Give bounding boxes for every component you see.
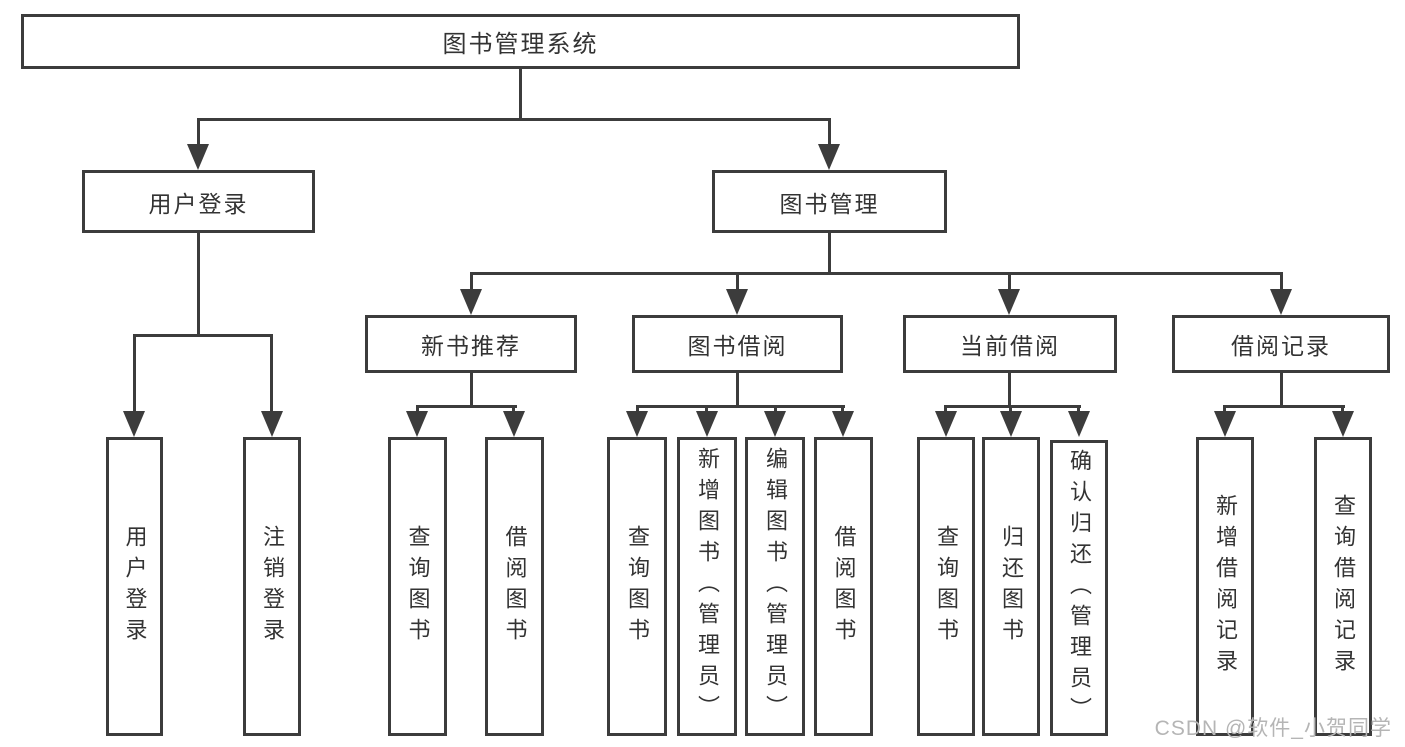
node-label: 归还图书 [999,524,1024,649]
connector-mgmt-split [470,272,1283,275]
node-book-borrowing: 图书借阅 [632,315,843,373]
arrow-down-icon [503,411,525,437]
arrow-down-icon [726,289,748,315]
arrow-down-icon [261,411,283,437]
connector-shaft [774,405,777,415]
node-confirm-return-admin: 确认归还（管理员） [1050,440,1108,736]
connector-root-split [197,118,831,121]
arrow-down-icon [998,289,1020,315]
connector-shaft [944,405,947,415]
node-new-book-recommendation: 新书推荐 [365,315,577,373]
node-user-login-leaf: 用户登录 [106,437,163,736]
arrow-down-icon [1214,411,1236,437]
node-label: 图书管理系统 [442,31,599,58]
node-edit-books-admin: 编辑图书（管理员） [745,437,805,736]
node-label: 查询图书 [405,524,431,649]
node-query-books-recommend: 查询图书 [388,437,447,736]
arrow-down-icon [1068,411,1090,437]
node-library-system: 图书管理系统 [21,14,1020,69]
node-add-books-admin: 新增图书（管理员） [677,437,737,736]
arrow-down-icon [764,411,786,437]
node-add-borrow-record: 新增借阅记录 [1196,437,1254,736]
connector-shaft [1280,272,1283,292]
arrow-down-icon [626,411,648,437]
arrow-down-icon [935,411,957,437]
node-borrowing-records: 借阅记录 [1172,315,1390,373]
arrow-down-icon [1000,411,1022,437]
arrow-down-icon [1270,289,1292,315]
connector-drop [1008,373,1011,408]
node-label: 编辑图书（管理员） [763,447,788,726]
connector-shaft [197,118,200,147]
node-label: 图书管理 [779,190,880,217]
node-label: 查询图书 [934,524,959,649]
connector-shaft [1341,405,1344,415]
arrow-down-icon [696,411,718,437]
connector-shaft [470,272,473,292]
arrow-down-icon [406,411,428,437]
node-label: 图书借阅 [687,333,788,359]
connector-split [945,405,1081,408]
connector-mgmt-drop [828,233,831,275]
node-label: 确认归还（管理员） [1067,448,1092,728]
connector-shaft [636,405,639,415]
csdn-watermark: CSDN @软件_小贺同学 [1154,717,1392,740]
node-label: 借阅图书 [831,524,857,649]
connector-shaft [841,405,844,415]
node-query-books-current: 查询图书 [917,437,975,736]
arrow-down-icon [460,289,482,315]
node-label: 用户登录 [148,190,249,217]
connector-login-split [133,334,273,337]
node-return-books: 归还图书 [982,437,1040,736]
node-label: 借阅记录 [1231,333,1331,359]
node-label: 借阅图书 [502,524,528,649]
arrow-down-icon [123,411,145,437]
connector-shaft [828,118,831,147]
connector-shaft [1009,405,1012,415]
node-query-borrow-record: 查询借阅记录 [1314,437,1372,736]
connector-shaft [1223,405,1226,415]
node-label: 新书推荐 [421,333,521,359]
arrow-down-icon [832,411,854,437]
connector-shaft [705,405,708,415]
connector-split [1224,405,1345,408]
connector-drop [1280,373,1283,408]
connector-drop [736,373,739,408]
connector-root-drop [519,69,522,118]
node-label: 新增借阅记录 [1213,493,1238,680]
node-borrow-books: 借阅图书 [814,437,873,736]
connector-split [636,405,845,408]
connector-shaft [133,334,136,413]
node-current-borrowing: 当前借阅 [903,315,1117,373]
node-label: 当前借阅 [960,333,1060,359]
node-user-login: 用户登录 [82,170,315,233]
connector-shaft [736,272,739,292]
node-borrow-books-recommend: 借阅图书 [485,437,544,736]
connector-split [416,405,517,408]
node-label: 查询图书 [625,524,650,649]
connector-shaft [512,405,515,415]
connector-shaft [270,334,273,413]
arrow-down-icon [187,144,209,170]
arrow-down-icon [818,144,840,170]
connector-drop [470,373,473,408]
node-label: 用户登录 [122,524,148,649]
connector-login-drop [197,233,200,337]
arrow-down-icon [1332,411,1354,437]
node-label: 注销登录 [260,524,285,649]
connector-shaft [416,405,419,415]
node-logout: 注销登录 [243,437,301,736]
node-book-management: 图书管理 [712,170,947,233]
node-label: 查询借阅记录 [1331,493,1356,680]
connector-shaft [1008,272,1011,292]
node-label: 新增图书（管理员） [695,447,720,726]
node-query-books-borrowing: 查询图书 [607,437,667,736]
connector-shaft [1077,405,1080,415]
